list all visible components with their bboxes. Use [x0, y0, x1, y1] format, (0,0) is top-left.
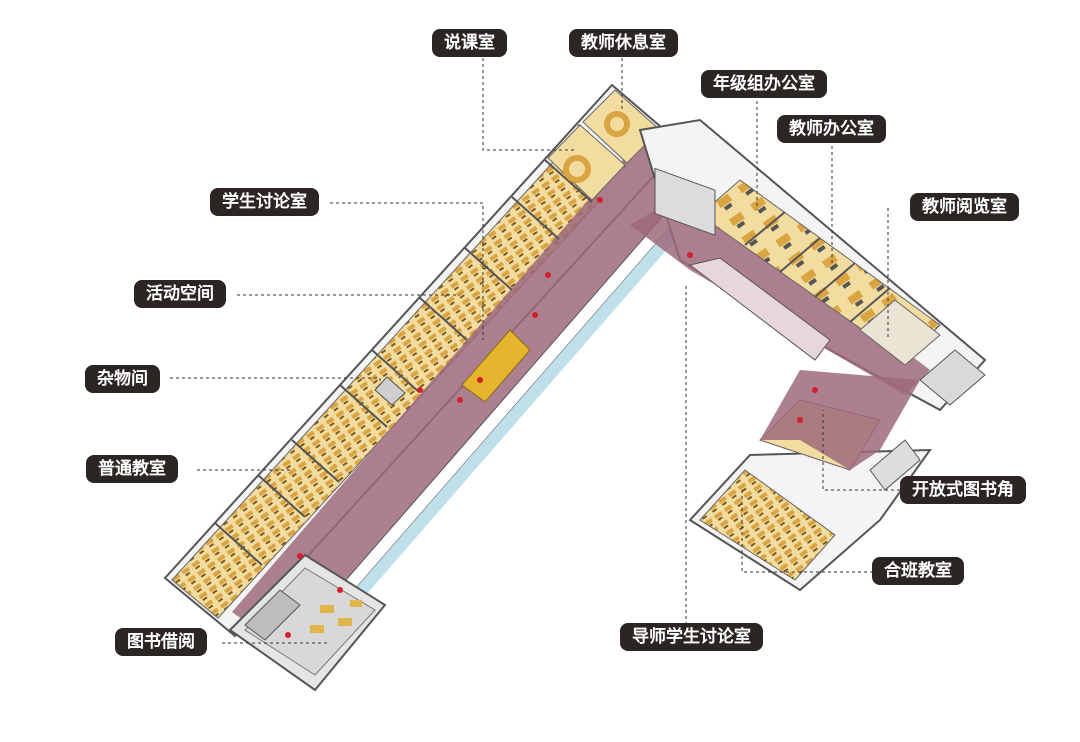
- stair-lower: [869, 439, 921, 491]
- leader-lines: [170, 52, 912, 644]
- label-grade-office: 年级组办公室: [701, 70, 827, 98]
- combined-classroom-floor: [699, 469, 836, 581]
- label-student-discussion: 学生讨论室: [210, 188, 319, 216]
- restroom-block: [654, 167, 716, 236]
- right-wing: [630, 118, 987, 412]
- lecture-room-table: [563, 155, 591, 183]
- label-teacher-office: 教师办公室: [777, 115, 886, 143]
- label-teacher-lounge: 教师休息室: [569, 29, 678, 57]
- right-corridor: [630, 190, 930, 395]
- activity-space-yellow: [461, 329, 531, 403]
- teacher-lounge-table: [604, 111, 630, 137]
- left-glass-edge: [295, 193, 710, 665]
- library-stair: [244, 589, 301, 641]
- label-lecture-room: 说课室: [432, 29, 507, 57]
- label-activity-space: 活动空间: [134, 280, 226, 308]
- lower-corridor: [760, 370, 920, 470]
- label-combined-classroom: 合班教室: [872, 557, 964, 585]
- library-desks: [310, 600, 362, 633]
- office-dividers: [744, 211, 891, 323]
- label-classroom: 普通教室: [86, 455, 178, 483]
- teacher-reading-room: [859, 299, 941, 366]
- library-floor: [244, 567, 376, 676]
- label-library-borrow: 图书借阅: [115, 628, 207, 656]
- library-block: [228, 553, 387, 692]
- mentor-rooms: [688, 257, 831, 361]
- lower-right-block: [688, 370, 932, 592]
- label-storage: 杂物间: [85, 365, 160, 393]
- left-wing: [163, 83, 710, 665]
- label-mentor-discussion: 导师学生讨论室: [620, 623, 763, 651]
- people-markers: [285, 197, 818, 638]
- label-open-library: 开放式图书角: [900, 476, 1026, 504]
- storage-room: [374, 376, 406, 406]
- stair-right: [919, 349, 986, 406]
- left-corridor: [232, 140, 690, 650]
- label-teacher-reading: 教师阅览室: [910, 193, 1019, 221]
